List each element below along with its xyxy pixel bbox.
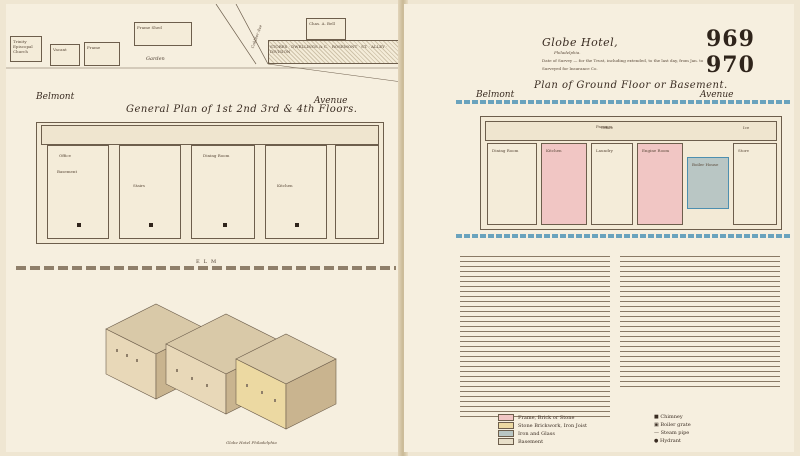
frame-shed: Frame Shed bbox=[134, 22, 192, 46]
symbol-item: — Steam pipe bbox=[654, 430, 689, 436]
chimney-marker bbox=[223, 223, 227, 227]
chimney-marker bbox=[149, 223, 153, 227]
ground-floor-plan: Passage Dining Room Kitchen Laundry Engi… bbox=[480, 116, 782, 230]
legend-swatch bbox=[498, 414, 514, 421]
upper-floor-plan: Office Basement Dining Room Stairs Kitch… bbox=[36, 122, 384, 244]
vacant-label: Vacant bbox=[53, 47, 67, 52]
legend-label: Stone Brickwork, Iron Joist bbox=[518, 423, 587, 429]
legend-swatch bbox=[498, 422, 514, 429]
symbol-item: ▣ Boiler grate bbox=[654, 422, 691, 428]
dining-room: Dining Room bbox=[487, 143, 537, 225]
hydrant-symbol-icon: ● bbox=[654, 438, 660, 444]
sheet-number-left: 969 bbox=[706, 26, 755, 52]
avenue-street-label: Avenue bbox=[314, 96, 348, 106]
legend-label: Frame, Brick or Stone bbox=[518, 415, 575, 421]
stores-row bbox=[268, 40, 402, 64]
trinity-label: Trinity Episcopal Church bbox=[13, 39, 33, 54]
garden-label: Garden bbox=[146, 56, 165, 62]
symbol-item: ● Hydrant bbox=[654, 438, 681, 444]
chas-bell-label: Chas. A. Bell bbox=[309, 21, 335, 26]
engine-label: Engine Room bbox=[642, 148, 670, 153]
general-plan-title: General Plan of 1st 2nd 3rd & 4th Floors… bbox=[126, 104, 358, 115]
basement-label: Basement bbox=[57, 169, 78, 174]
hotel-name: Globe Hotel, bbox=[542, 36, 619, 49]
map-caption: Globe Hotel Philadelphia bbox=[226, 440, 277, 445]
frame-shed-label: Frame Shed bbox=[137, 25, 162, 30]
left-page: Trinity Episcopal Church Vacant Frame Fr… bbox=[6, 4, 403, 452]
frame-label: Frame bbox=[87, 45, 101, 50]
top-street-rail bbox=[456, 100, 790, 104]
sheet-number-right: 970 bbox=[706, 52, 755, 78]
boiler-symbol-icon: ▣ bbox=[654, 422, 661, 428]
dining-label: Dining Room bbox=[203, 153, 230, 158]
hotel-city: Philadelphia. bbox=[554, 50, 581, 55]
stairs-label: Stairs bbox=[133, 183, 145, 188]
store-room: Store bbox=[733, 143, 777, 225]
symbol-label: Boiler grate bbox=[660, 422, 691, 428]
legend-swatch bbox=[498, 438, 514, 445]
symbol-label: Hydrant bbox=[659, 438, 681, 444]
legend-label: Basement bbox=[518, 439, 544, 445]
legend-item: Stone Brickwork, Iron Joist bbox=[498, 422, 587, 429]
passage-label: Passage bbox=[596, 124, 613, 129]
kitchen-label: Kitchen bbox=[277, 183, 293, 188]
bottom-street bbox=[16, 266, 396, 270]
legend-item: Frame, Brick or Stone bbox=[498, 414, 574, 421]
symbol-item: ■ Chimney bbox=[654, 414, 683, 420]
office-label: Office bbox=[59, 153, 72, 158]
wing-5 bbox=[335, 145, 379, 239]
chimney-marker bbox=[295, 223, 299, 227]
laundry-label: Laundry bbox=[596, 148, 613, 153]
trinity-building: Trinity Episcopal Church bbox=[10, 36, 42, 62]
intro-line-2: Surveyed for Insurance Co. bbox=[542, 66, 598, 71]
stores-label: STORES · DWELLINGS & C. · ROSEMONT · ST.… bbox=[270, 44, 388, 54]
kitchen-room-label: Kitchen bbox=[546, 148, 562, 153]
chimney-marker bbox=[77, 223, 81, 227]
book-gutter bbox=[398, 0, 408, 456]
front-passage: Passage bbox=[485, 121, 777, 141]
street-lines bbox=[6, 4, 402, 83]
chas-bell-building: Chas. A. Bell bbox=[306, 18, 346, 40]
store-label: Store bbox=[738, 148, 750, 153]
ground-plan-title: Plan of Ground Floor or Basement. bbox=[534, 80, 728, 91]
dining-room-label: Dining Room bbox=[492, 148, 519, 153]
bottom-street-rail bbox=[456, 234, 790, 238]
office-room-label: Office bbox=[601, 125, 614, 130]
laundry-room: Laundry bbox=[591, 143, 633, 225]
boiler-house: Boiler House bbox=[687, 157, 729, 209]
legend-swatch bbox=[498, 430, 514, 437]
kitchen-room: Kitchen bbox=[541, 143, 587, 225]
frame-building: Frame bbox=[84, 42, 120, 66]
legend-label: Iron and Glass bbox=[518, 431, 555, 437]
symbol-label: Steam pipe bbox=[660, 430, 690, 436]
engine-room: Engine Room bbox=[637, 143, 683, 225]
right-belmont-label: Belmont bbox=[476, 90, 515, 100]
legend-item: Basement bbox=[498, 438, 543, 445]
legend-item: Iron and Glass bbox=[498, 430, 555, 437]
right-avenue-label: Avenue bbox=[700, 90, 734, 100]
boiler-label: Boiler House bbox=[692, 162, 719, 167]
chimney-symbol-icon: ■ bbox=[654, 414, 661, 420]
intro-line-1: Date of Survey — for the Trust, includin… bbox=[542, 58, 704, 63]
isometric-view bbox=[105, 303, 337, 430]
belmont-street-label: Belmont bbox=[36, 92, 75, 102]
notes-column-right bbox=[620, 256, 780, 391]
bottom-street-label: ELM bbox=[196, 259, 221, 265]
vacant-lot: Vacant bbox=[50, 44, 80, 66]
notes-column-left bbox=[460, 256, 610, 421]
right-page: Globe Hotel, Philadelphia. 969 970 Date … bbox=[404, 4, 794, 452]
symbol-label: Chimney bbox=[660, 414, 683, 420]
sheet-numbers: 969 970 bbox=[706, 26, 794, 78]
pipe-symbol-icon: — bbox=[654, 430, 661, 436]
ice-room-label: Ice bbox=[743, 125, 750, 130]
front-range bbox=[41, 125, 379, 145]
